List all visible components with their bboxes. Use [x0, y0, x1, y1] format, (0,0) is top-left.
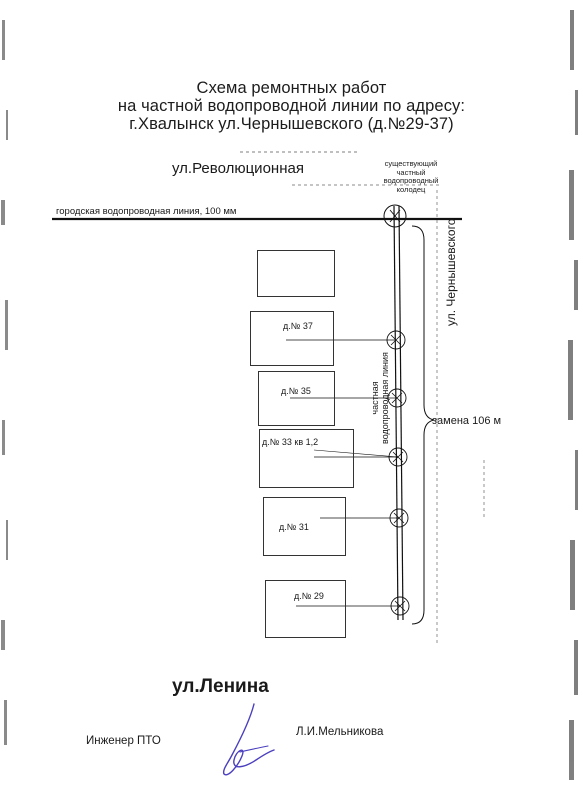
- valve-37-icon: [390, 334, 402, 346]
- replacement-brace: [411, 225, 435, 625]
- well-33-circle: [388, 447, 408, 467]
- scan-edge-left: [1, 20, 8, 745]
- house-connection-31: [320, 508, 409, 528]
- valve-33-icon: [392, 451, 404, 463]
- house-35: д.№ 35: [258, 371, 335, 426]
- private-water-line-a: [393, 205, 399, 621]
- private-line-label-1: частная: [370, 381, 380, 415]
- existing-well-circle: [383, 204, 407, 228]
- existing-well-valve-icon: [389, 209, 401, 223]
- street-label-chernyshevskogo: ул. Чернышевского: [444, 218, 458, 326]
- house-connection-37: [286, 330, 406, 350]
- well-35-circle: [387, 388, 407, 408]
- house-33: д.№ 33 кв 1,2: [259, 429, 354, 488]
- private-line-label-2: водопроводная линия: [380, 352, 390, 444]
- valve-31-icon: [393, 512, 405, 524]
- valve-29-icon: [394, 600, 406, 612]
- private-water-line-b: [398, 205, 404, 621]
- house-31: д.№ 31: [263, 497, 346, 556]
- house-35-label: д.№ 35: [281, 386, 311, 396]
- house-29: д.№ 29: [265, 580, 346, 638]
- well-29-circle: [390, 596, 410, 616]
- street-label-lenina: ул.Ленина: [172, 676, 269, 697]
- well-37-circle: [386, 330, 406, 350]
- scan-edge-right: [568, 10, 578, 780]
- house-connection-35: [290, 388, 407, 408]
- valve-35-icon: [391, 392, 403, 404]
- house-33-label: д.№ 33 кв 1,2: [262, 437, 319, 447]
- house-connection-29: [296, 596, 410, 616]
- well-label-line-1: существующий: [384, 159, 438, 168]
- title-dashed-rule: [240, 151, 360, 153]
- engineer-role-label: Инженер ПТО: [86, 735, 161, 747]
- engineer-name-label: Л.И.Мельникова: [296, 726, 384, 738]
- title-line-3: г.Хвалынск ул.Чернышевского (д.№29-37): [129, 115, 454, 133]
- street-label-revolyutsionnaya: ул.Революционная: [172, 160, 304, 177]
- house-37: д.№ 37: [250, 311, 334, 366]
- house-29-label: д.№ 29: [294, 591, 324, 601]
- title-line-2: на частной водопроводной линии по адресу…: [117, 97, 466, 115]
- house-unlabeled: [257, 250, 335, 297]
- house-37-label: д.№ 37: [283, 321, 313, 331]
- house-connection-33: [313, 447, 408, 467]
- well-label-line-2: частный: [396, 167, 426, 177]
- private-water-line-label: частная водопроводная линия: [370, 348, 390, 448]
- well-label-line-3: водопроводный: [383, 176, 439, 185]
- house-31-label: д.№ 31: [279, 522, 309, 532]
- well-label: существующий частный водопроводный колод…: [374, 159, 448, 194]
- city-water-line-label: городская водопроводная линия, 100 мм: [56, 206, 237, 217]
- replacement-length-label: замена 106 м: [432, 415, 502, 427]
- handwritten-signature: [222, 703, 275, 776]
- title-line-1: Схема ремонтных работ: [196, 79, 387, 97]
- well-31-circle: [389, 508, 409, 528]
- well-label-line-4: колодец: [396, 184, 426, 194]
